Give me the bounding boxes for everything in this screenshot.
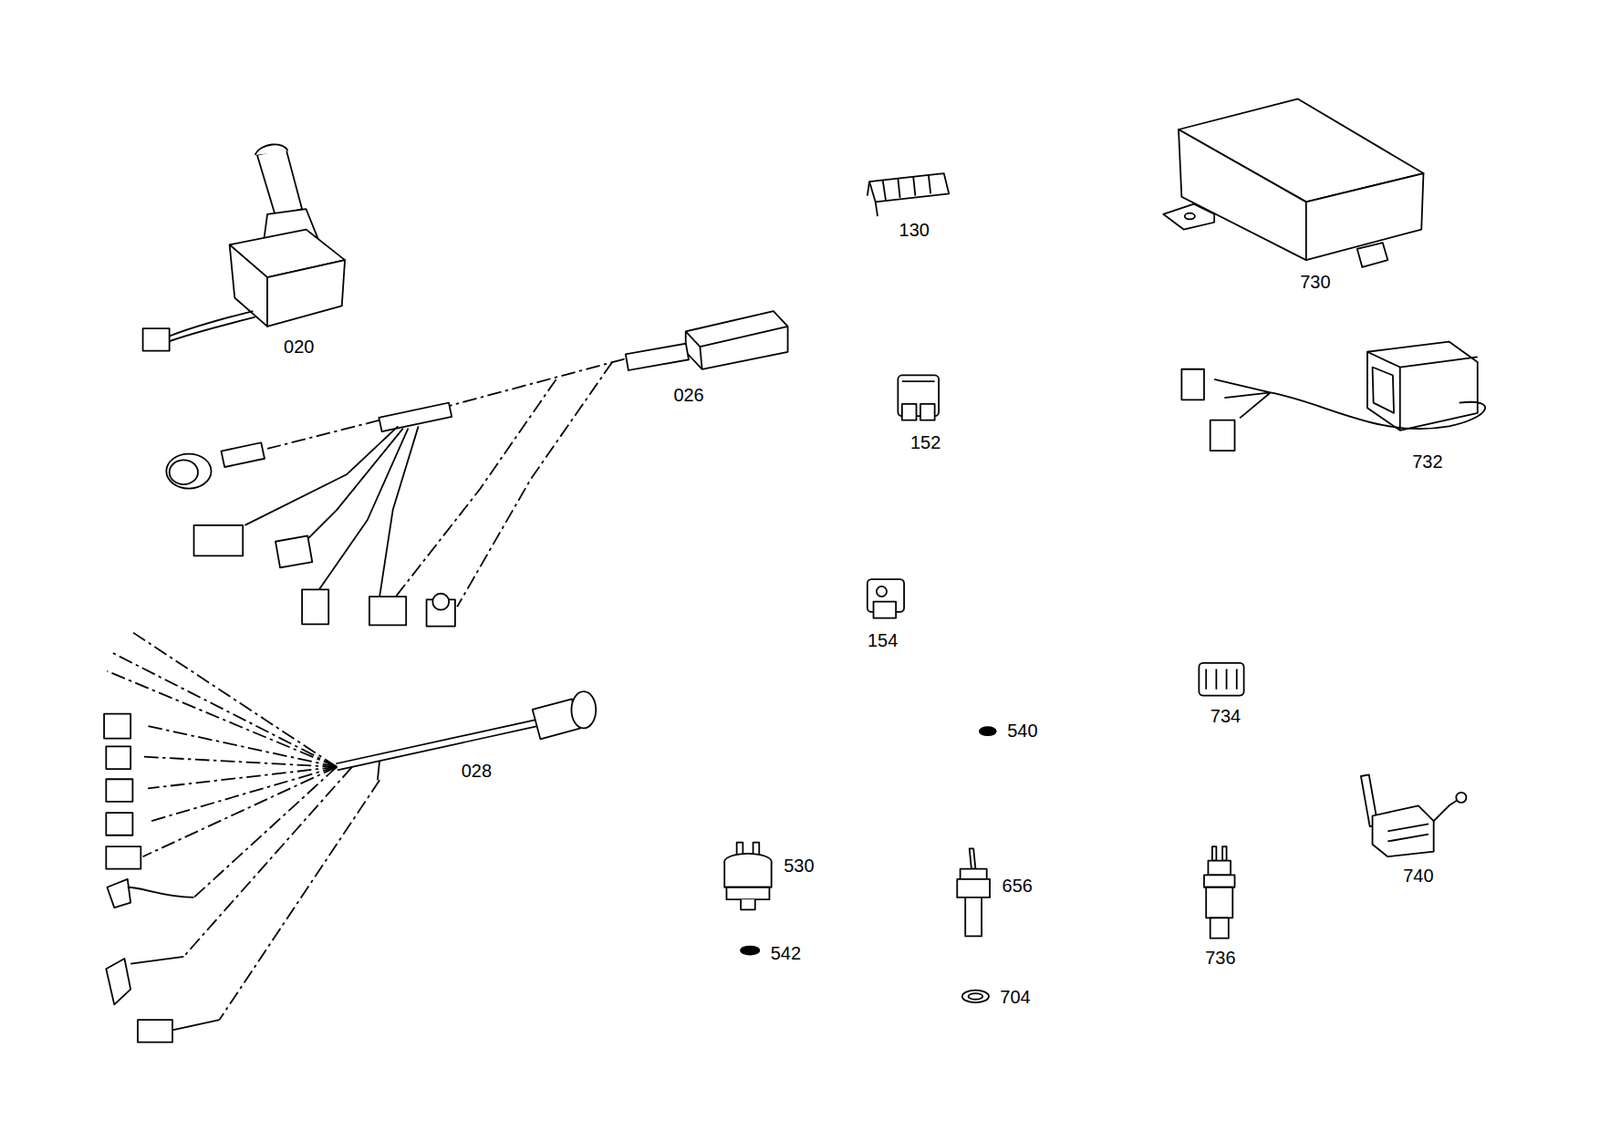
callout-number: 542 xyxy=(768,943,803,964)
wiring-harness xyxy=(166,311,788,627)
connector-part xyxy=(1198,663,1244,697)
callout-number: 740 xyxy=(1401,865,1435,886)
callout-number: 530 xyxy=(781,855,816,876)
callout-number: 152 xyxy=(908,432,943,453)
callout-number: 736 xyxy=(1203,947,1237,968)
valve-part xyxy=(1361,774,1467,857)
sensor-part xyxy=(1204,846,1236,939)
callout-number: 020 xyxy=(281,336,316,357)
callout-number: 656 xyxy=(1000,875,1035,896)
callout-number: 734 xyxy=(1208,706,1243,727)
temperature-sensor xyxy=(956,848,990,936)
callout-number: 026 xyxy=(671,384,706,406)
callout-number: 704 xyxy=(997,987,1032,1008)
joystick xyxy=(143,144,345,351)
connector-part xyxy=(867,173,949,217)
connector-part xyxy=(867,579,904,618)
callout-number: 028 xyxy=(459,760,494,781)
seal-ring xyxy=(979,727,997,736)
connector-part xyxy=(897,374,939,420)
callout-number: 732 xyxy=(1410,451,1445,472)
pressure-switch xyxy=(724,842,771,911)
seal-ring xyxy=(962,990,989,1003)
callout-number: 130 xyxy=(897,219,932,240)
display-monitor xyxy=(1181,342,1486,452)
control-unit xyxy=(1163,98,1424,267)
seal-ring xyxy=(740,946,759,956)
wiring-harness xyxy=(103,632,596,1042)
callout-number: 154 xyxy=(865,630,900,651)
callout-number: 730 xyxy=(1298,271,1332,292)
callout-number: 540 xyxy=(1005,720,1039,741)
